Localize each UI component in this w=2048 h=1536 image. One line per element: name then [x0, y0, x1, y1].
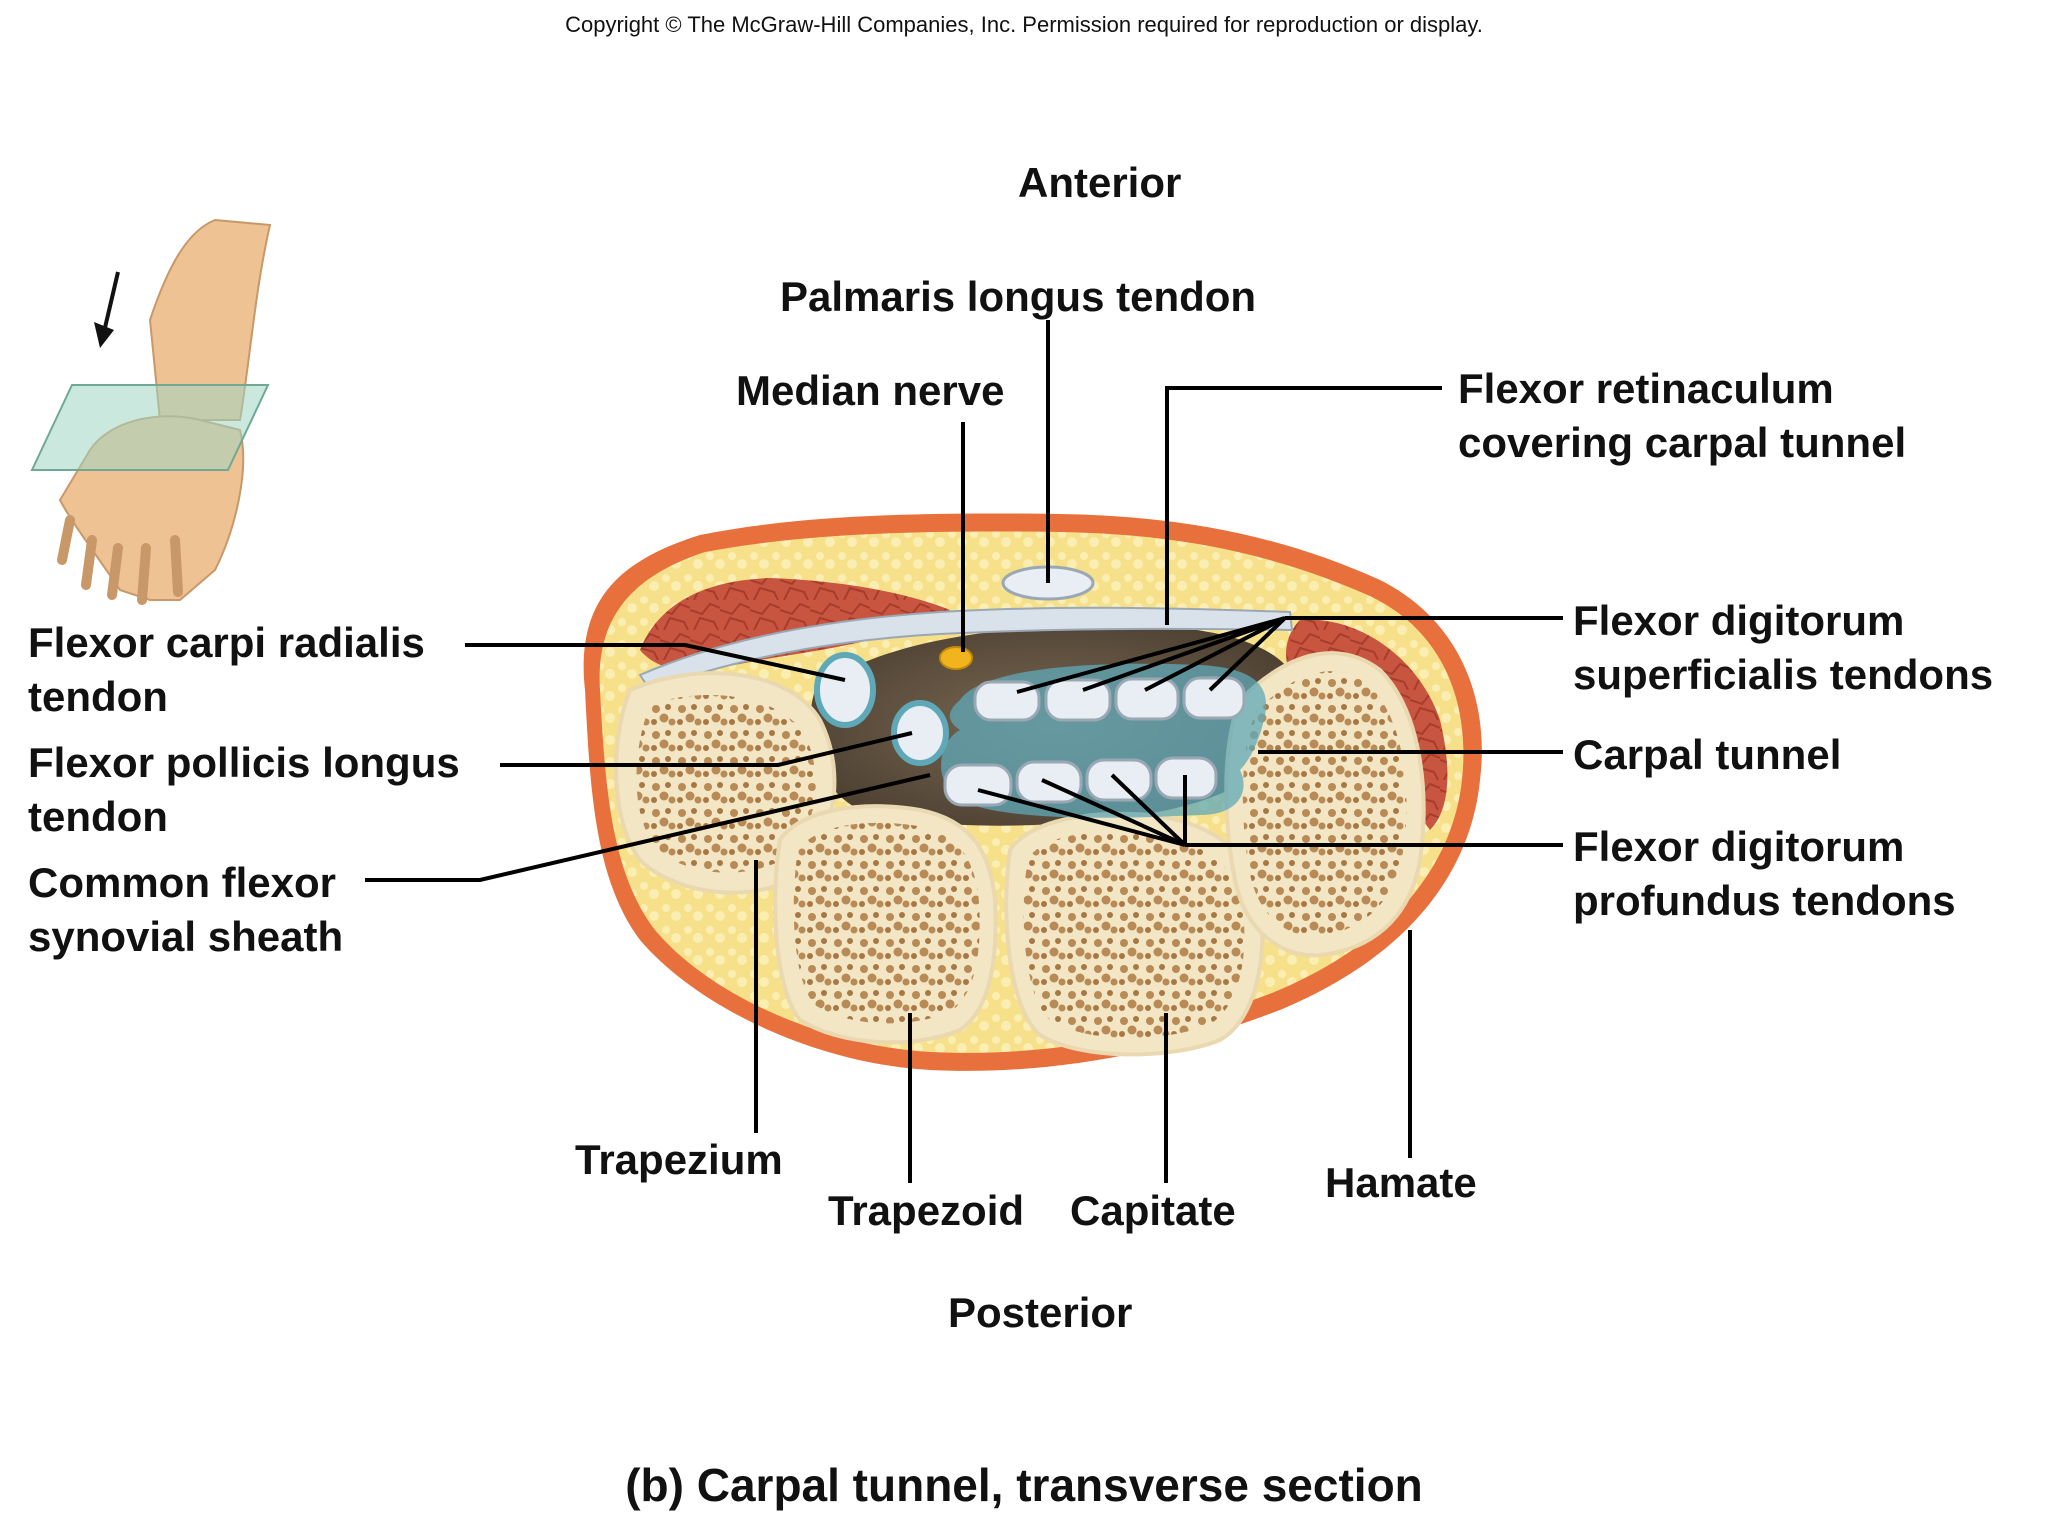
label-capitate: Capitate: [1070, 1187, 1236, 1234]
median-nerve-shape: [939, 646, 973, 670]
label-fdp-line1: Flexor digitorum: [1573, 823, 1905, 870]
label-posterior: Posterior: [948, 1289, 1133, 1336]
leader-fpl: [500, 731, 913, 767]
label-fpl-line2: tendon: [28, 793, 168, 840]
label-carpal-tunnel: Carpal tunnel: [1573, 731, 1842, 778]
label-median-nerve: Median nerve: [736, 367, 1005, 414]
label-anterior: Anterior: [1018, 159, 1182, 206]
cross-section: [583, 513, 1482, 1071]
figure-caption: (b) Carpal tunnel, transverse section: [625, 1459, 1423, 1511]
arrow-shaft: [102, 271, 120, 333]
arrow-head: [94, 322, 114, 348]
label-flexor-carpi-radialis: Flexor carpi radialis tendon: [28, 616, 425, 724]
label-fcr-line2: tendon: [28, 673, 168, 720]
label-sheath-line2: synovial sheath: [28, 913, 344, 960]
label-fds-line2: superficialis tendons: [1573, 651, 1994, 698]
label-flexor-retinaculum: Flexor retinaculum covering carpal tunne…: [1458, 362, 1906, 470]
fingers: [57, 515, 183, 605]
label-flexor-retinaculum-line2: covering carpal tunnel: [1458, 419, 1907, 466]
leader-lines: [365, 320, 1563, 1183]
fpl-tendon-shape: [891, 700, 949, 766]
label-hamate: Hamate: [1325, 1159, 1477, 1206]
label-fdp-line2: profundus tendons: [1573, 877, 1956, 924]
leader-fcr: [465, 643, 846, 682]
label-fpl-line1: Flexor pollicis longus: [28, 739, 460, 786]
hand-inset: [30, 218, 272, 605]
label-sheath-line1: Common flexor: [28, 859, 337, 906]
label-common-flexor-sheath: Common flexor synovial sheath: [28, 856, 343, 964]
label-palmaris-longus: Palmaris longus tendon: [780, 273, 1257, 320]
label-trapezium: Trapezium: [575, 1136, 783, 1183]
fcr-tendon-shape: [814, 652, 876, 728]
leader-common-sheath: [365, 773, 931, 882]
copyright-notice: Copyright © The McGraw-Hill Companies, I…: [565, 12, 1483, 37]
label-trapezoid: Trapezoid: [828, 1187, 1025, 1234]
flexor-retinaculum: [638, 606, 1294, 692]
label-fds-tendons: Flexor digitorum superficialis tendons: [1573, 594, 1993, 702]
label-fcr-line1: Flexor carpi radialis: [28, 619, 425, 666]
label-fdp-tendons: Flexor digitorum profundus tendons: [1573, 820, 1956, 928]
label-flexor-pollicis-longus: Flexor pollicis longus tendon: [28, 736, 460, 844]
label-flexor-retinaculum-line1: Flexor retinaculum: [1458, 365, 1834, 412]
leader-flexor-retinaculum: [1165, 386, 1442, 625]
label-fds-line1: Flexor digitorum: [1573, 597, 1905, 644]
section-plane: [30, 384, 270, 471]
